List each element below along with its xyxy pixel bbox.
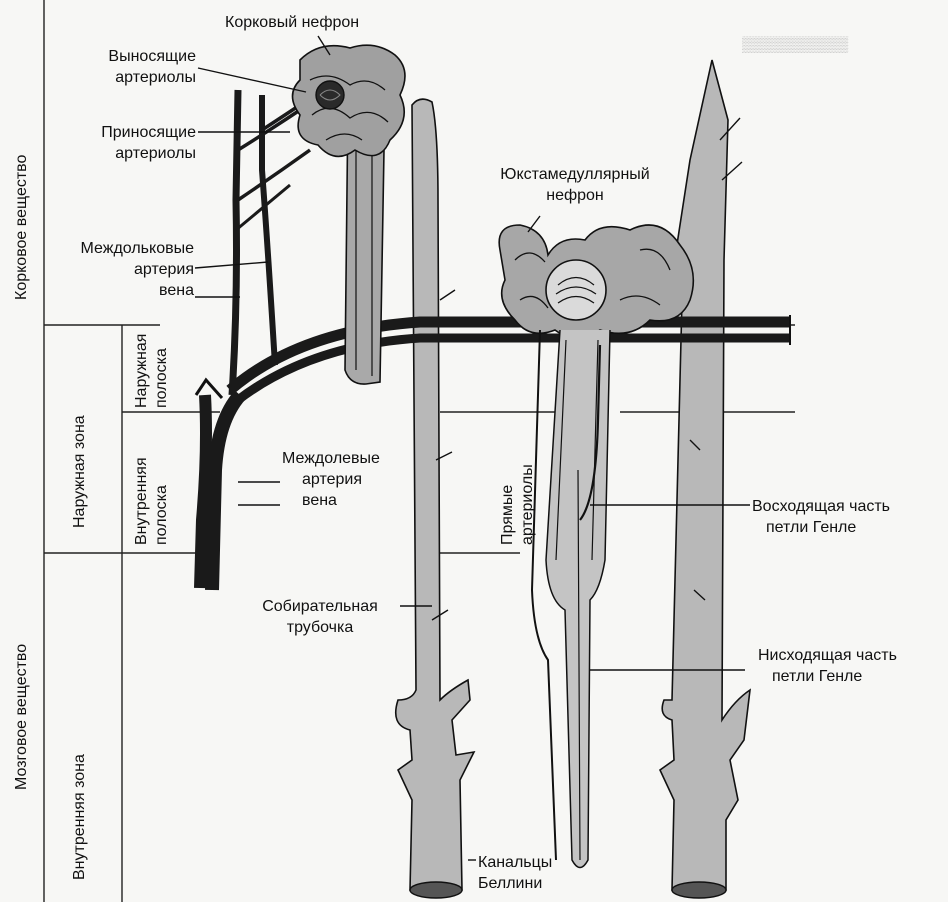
cortical-nephron (293, 45, 405, 384)
interlobar-label: Междолевые артерия вена (282, 448, 380, 511)
zone-outer-label: Наружная зона (70, 415, 90, 528)
zone-medulla-label: Мозговое вещество (12, 644, 32, 790)
ghost-text: ▒▒▒▒▒▒▒▒▒▒ (742, 36, 848, 53)
descending-limb-label: Нисходящая часть петли Генле (758, 645, 897, 687)
collecting-duct-left (396, 99, 474, 898)
cortical-nephron-label: Корковый нефрон (225, 12, 359, 33)
leader-lines (195, 36, 750, 860)
zone-cortex-label: Корковое вещество (12, 155, 32, 300)
ascending-limb-label: Восходящая часть петли Генле (752, 496, 890, 538)
zone-inner-label: Внутренняя зона (70, 754, 90, 880)
collecting-duct-right (660, 60, 750, 898)
